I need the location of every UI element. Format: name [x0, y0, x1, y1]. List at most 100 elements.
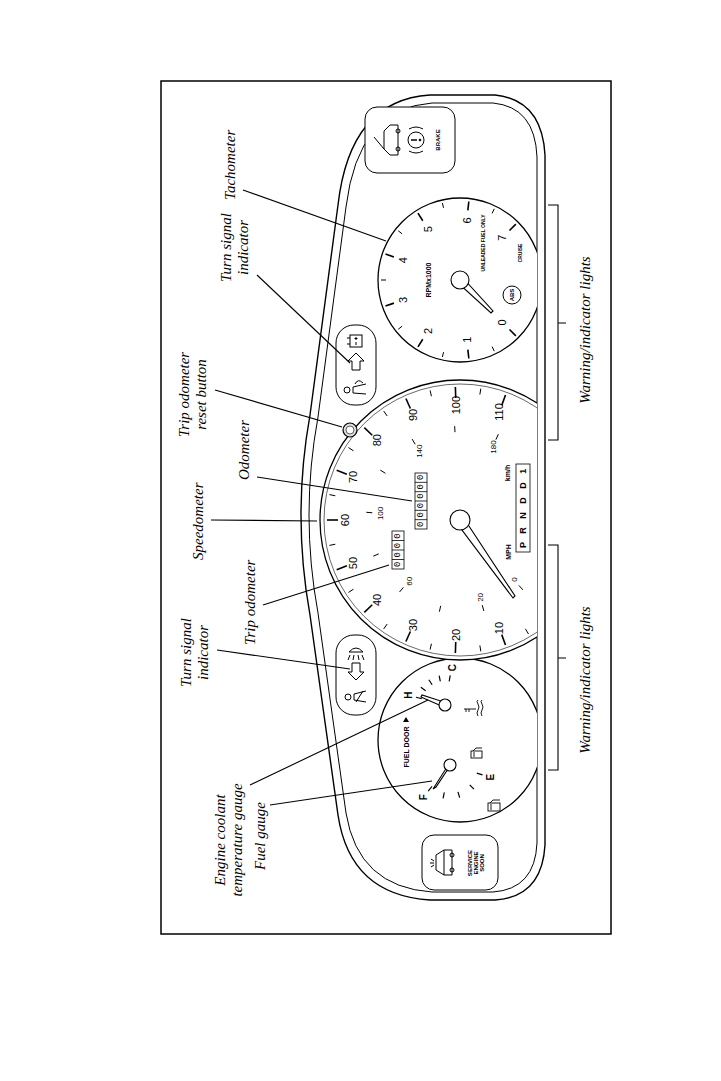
- dial-number: 4: [397, 257, 409, 263]
- dial-caption: FUEL DOOR: [403, 726, 410, 767]
- dial-number: 20: [476, 593, 485, 602]
- tick-mark: [337, 470, 347, 474]
- group-label: Warning/indicator lights: [577, 606, 594, 753]
- tick-mark: [380, 470, 385, 473]
- tick-mark: [406, 631, 410, 641]
- warning-text: SERVICE ENGINE SOON: [467, 846, 485, 880]
- tick-mark: [449, 675, 450, 681]
- gauge-mark: F: [418, 794, 429, 800]
- tick-mark: [479, 645, 481, 651]
- dial-caption: UNLEADED FUEL ONLY: [480, 215, 486, 272]
- odometer-digits: 000000: [416, 471, 426, 527]
- dial-number: 60: [339, 514, 351, 526]
- tick-mark: [364, 605, 372, 613]
- tick-mark: [439, 606, 440, 612]
- tick-mark: [398, 231, 402, 234]
- dial-number: 2: [422, 328, 434, 334]
- gauge-mark: C: [446, 664, 457, 671]
- tick-mark: [468, 201, 469, 210]
- dial-number: 100: [376, 507, 385, 520]
- tick-mark: [442, 352, 443, 357]
- dial-number: 180: [488, 440, 497, 453]
- tick-mark: [428, 786, 432, 791]
- tick-mark: [366, 512, 372, 513]
- cluster-figure: TachometerTurn signal indicatorTrip odom…: [160, 80, 612, 935]
- tick-mark: [519, 585, 523, 589]
- dial-number: 5: [422, 226, 434, 232]
- dial-number: 70: [347, 471, 359, 483]
- tick-mark: [509, 329, 515, 335]
- tick-mark: [348, 589, 353, 592]
- dial-number: 90: [407, 409, 419, 421]
- odometer-digits: 0000: [393, 529, 403, 567]
- tick-mark: [385, 254, 393, 257]
- dial-number: 110: [493, 403, 505, 421]
- tick-mark: [364, 428, 372, 436]
- tick-mark: [455, 642, 457, 653]
- tick-mark: [439, 676, 440, 682]
- dial-number: 60: [404, 577, 413, 586]
- dial-number: 20: [450, 629, 462, 641]
- callout-label: Turn signal indicator: [178, 605, 212, 700]
- tick-mark: [412, 439, 415, 444]
- unit-label: km/h: [504, 465, 511, 481]
- tick-mark: [384, 411, 387, 416]
- tick-mark: [429, 680, 432, 685]
- tick-mark: [482, 605, 484, 611]
- tick-mark: [477, 773, 483, 775]
- tick-mark: [443, 792, 444, 798]
- tick-mark: [329, 544, 335, 545]
- callout-label: Odometer: [236, 420, 253, 480]
- dial-number: 140: [415, 444, 424, 457]
- gauge-mark: H: [403, 692, 414, 699]
- dial-number: 3: [397, 297, 409, 303]
- gear-indicator: P R N D D 1: [518, 466, 528, 548]
- tick-mark: [458, 792, 460, 798]
- tick-mark: [492, 347, 494, 352]
- dial-number: 30: [407, 619, 419, 631]
- dial-number: 0: [496, 319, 508, 325]
- callout-label: Fuel gauge: [252, 802, 269, 870]
- tick-mark: [479, 389, 481, 395]
- callout-label: Trip odometer: [242, 560, 259, 645]
- tick-mark: [400, 587, 404, 592]
- tick-mark: [329, 495, 335, 496]
- group-label: Warning/indicator lights: [577, 256, 594, 403]
- tick-mark: [509, 224, 515, 230]
- gauge-mark: E: [485, 774, 496, 781]
- callout-label: Trip odometer reset button: [176, 342, 210, 447]
- tick-mark: [525, 629, 528, 634]
- tick-mark: [468, 350, 469, 359]
- callout-label: Tachometer: [222, 130, 239, 200]
- tick-mark: [381, 280, 386, 281]
- callout-label: Speedometer: [190, 483, 207, 560]
- tick-mark: [502, 635, 506, 645]
- dial-number: 0: [509, 577, 518, 581]
- dial-number: 1: [461, 337, 473, 343]
- callout-label: Turn signal indicator: [218, 200, 252, 295]
- callout-label: Engine coolant temperature gauge: [212, 770, 246, 910]
- tick-mark: [418, 339, 423, 347]
- tick-mark: [492, 209, 494, 214]
- dial-number: 80: [371, 434, 383, 446]
- tick-mark: [421, 687, 426, 691]
- tick-mark: [327, 519, 338, 521]
- dial-number: 50: [347, 557, 359, 569]
- tick-mark: [348, 448, 353, 451]
- tick-mark: [442, 203, 443, 208]
- text-layer: TachometerTurn signal indicatorTrip odom…: [160, 80, 612, 935]
- tick-mark: [430, 644, 431, 650]
- dial-number: 10: [493, 622, 505, 634]
- dial-number: 6: [461, 217, 473, 223]
- tick-mark: [373, 554, 379, 556]
- indicator-text: ABS: [509, 289, 515, 302]
- tick-mark: [385, 303, 393, 306]
- tick-mark: [454, 426, 455, 432]
- tick-mark: [470, 785, 474, 789]
- indicator-text: CRUISE: [517, 244, 523, 263]
- tick-mark: [406, 398, 410, 408]
- dial-number: 40: [371, 594, 383, 606]
- tick-mark: [430, 390, 431, 396]
- warning-text: BRAKE: [435, 129, 441, 150]
- tick-mark: [398, 326, 402, 329]
